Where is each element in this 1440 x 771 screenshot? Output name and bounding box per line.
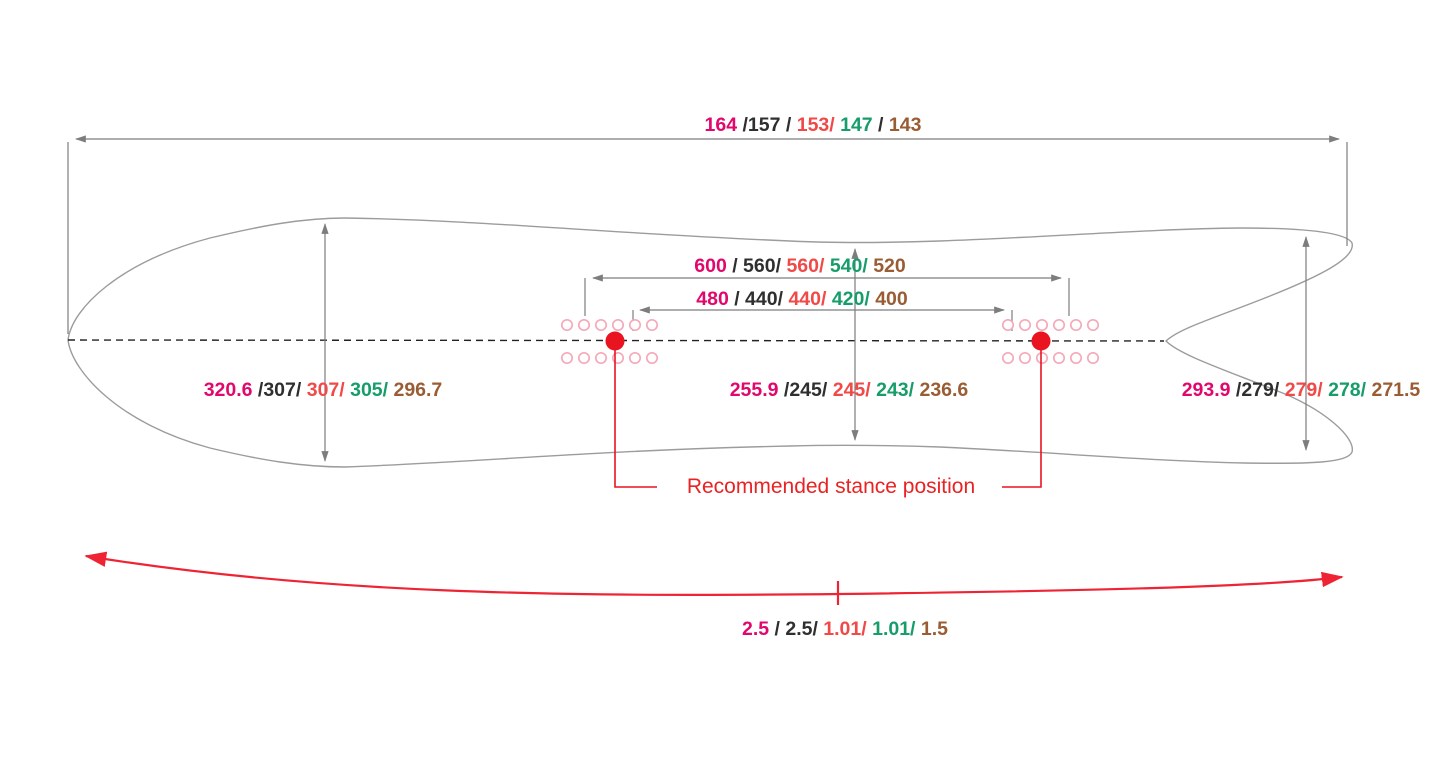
insert-hole — [1052, 318, 1066, 332]
insert-hole — [645, 318, 659, 332]
insert-hole — [611, 318, 625, 332]
insert-hole — [1035, 351, 1049, 365]
overall-length-dimension — [67, 135, 1348, 334]
nose-width-label: 320.6 /307/ 307/ 305/ 296.7 — [204, 379, 443, 401]
sidecut-label: 2.5 / 2.5/ 1.01/ 1.01/ 1.5 — [742, 618, 948, 640]
stance-outer-label: 600 / 560/ 560/ 540/ 520 — [694, 255, 906, 277]
insert-hole — [645, 351, 659, 365]
insert-hole — [560, 318, 574, 332]
insert-hole — [577, 318, 591, 332]
stance-dot-right — [1031, 331, 1051, 351]
insert-hole — [1086, 318, 1100, 332]
insert-hole — [628, 318, 642, 332]
stance-dot-left — [605, 331, 625, 351]
stance-inner-label: 480 / 440/ 440/ 420/ 400 — [696, 288, 908, 310]
stance-callout-left — [614, 349, 657, 488]
insert-hole — [1069, 351, 1083, 365]
insert-hole — [1069, 318, 1083, 332]
insert-pack-left — [560, 318, 659, 365]
insert-hole — [1035, 318, 1049, 332]
stance-inner-dimension — [632, 306, 1013, 331]
insert-hole — [1001, 351, 1015, 365]
overall-length-label: 164 /157 / 153/ 147 / 143 — [705, 114, 922, 136]
insert-hole — [560, 351, 574, 365]
centerline-dashed — [67, 339, 1165, 342]
insert-hole — [1001, 318, 1015, 332]
insert-hole — [577, 351, 591, 365]
sidecut-arc — [84, 551, 1344, 596]
insert-hole — [594, 351, 608, 365]
tail-width-label: 293.9 /279/ 279/ 278/ 271.5 — [1182, 379, 1421, 401]
insert-pack-right — [1001, 318, 1100, 365]
insert-hole — [1086, 351, 1100, 365]
insert-hole — [628, 351, 642, 365]
board-outline — [67, 217, 1353, 468]
stance-note-label: Recommended stance position — [687, 475, 975, 498]
stance-outer-dimension — [584, 274, 1070, 316]
insert-hole — [1018, 318, 1032, 332]
insert-hole — [1052, 351, 1066, 365]
insert-hole — [594, 318, 608, 332]
insert-hole — [1018, 351, 1032, 365]
waist-width-label: 255.9 /245/ 245/ 243/ 236.6 — [730, 379, 969, 401]
stance-callout-right — [1002, 349, 1042, 488]
